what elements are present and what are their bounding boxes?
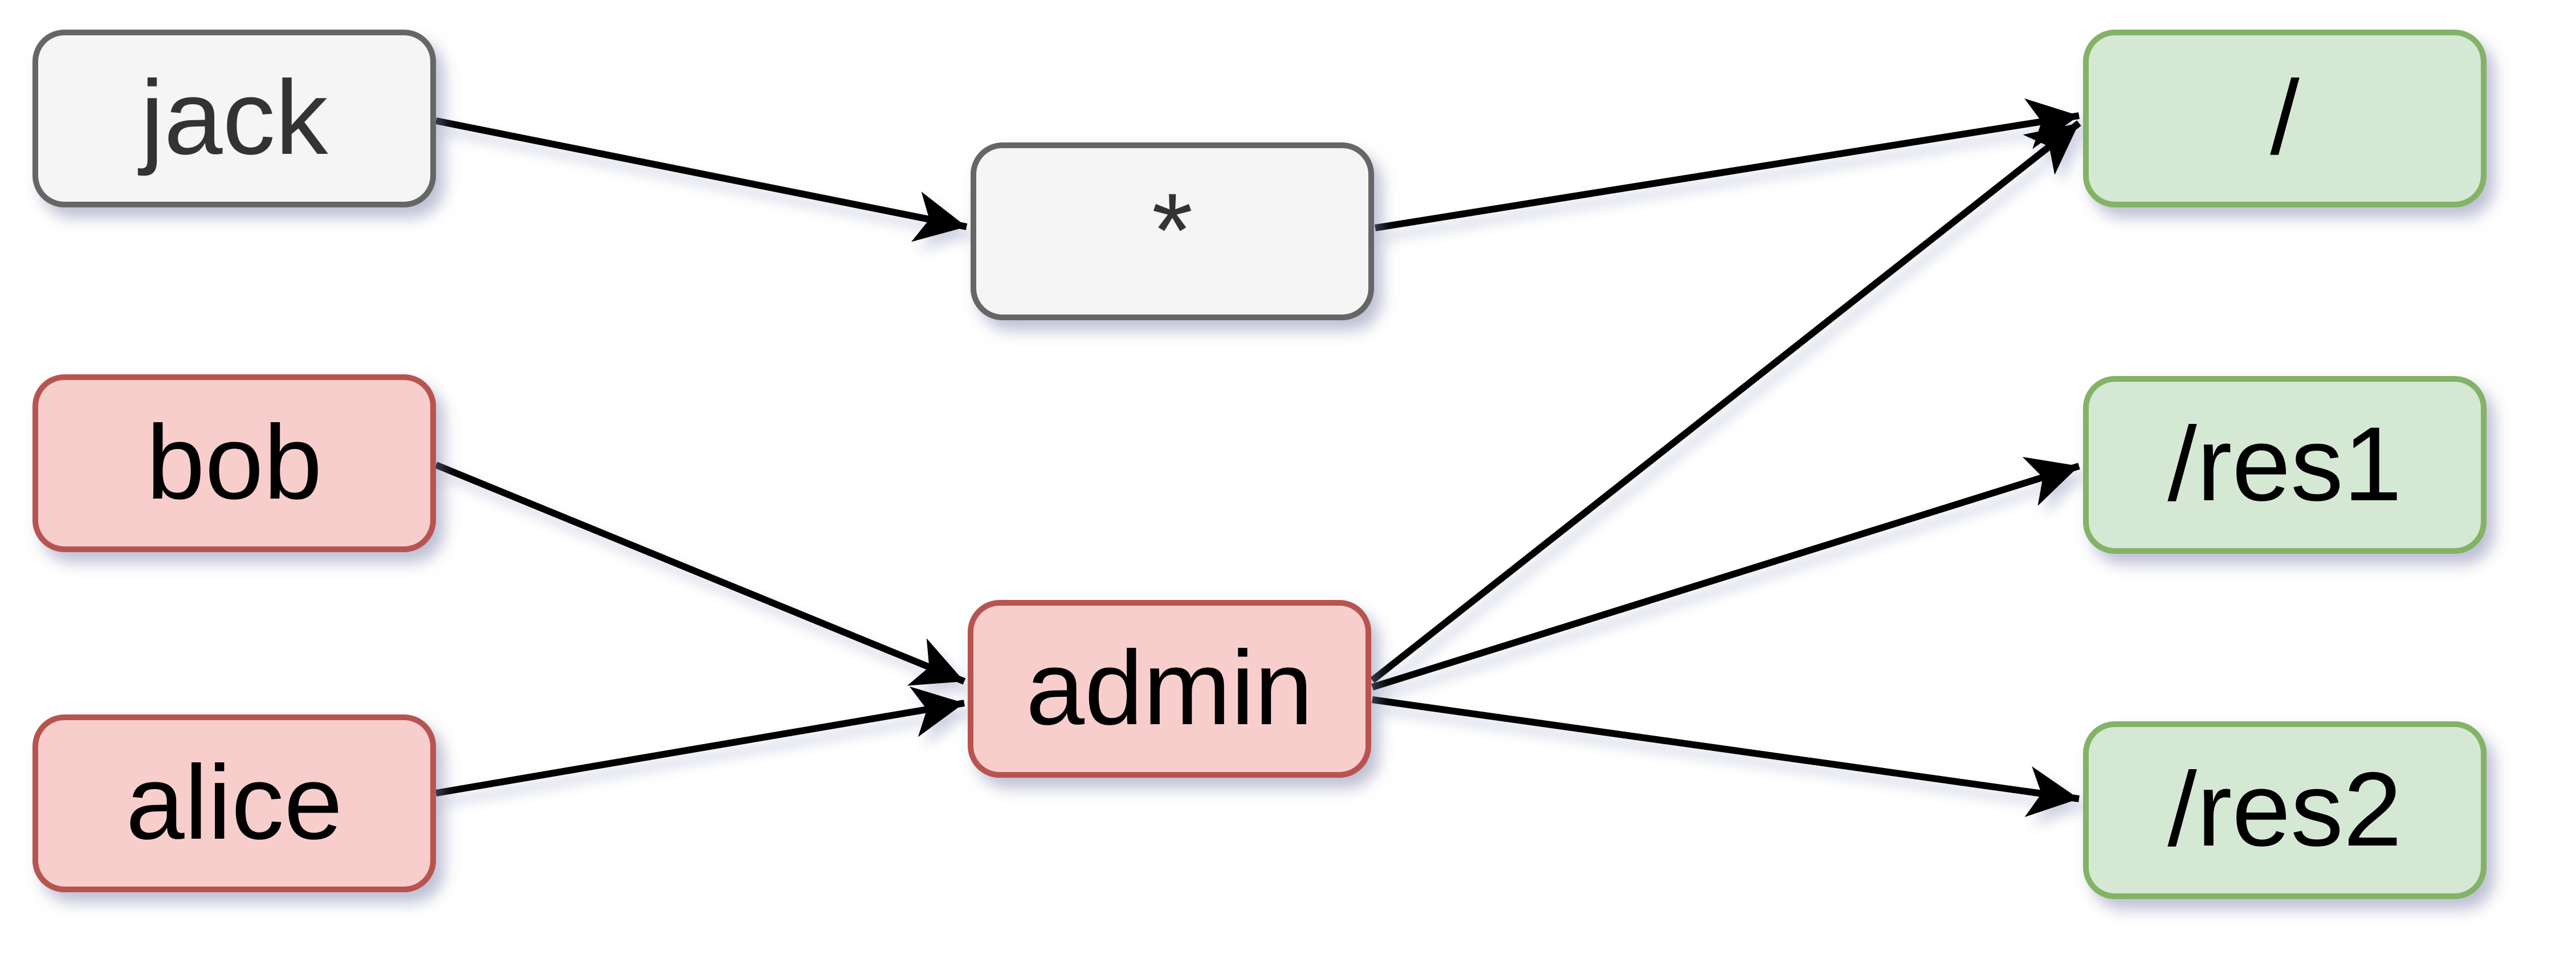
edge-jack-to-star <box>435 117 968 242</box>
node-bob: bob <box>32 374 436 552</box>
node-admin-label: admin <box>1026 630 1313 748</box>
node-res1-label: /res1 <box>2167 406 2402 524</box>
node-jack: jack <box>32 30 436 207</box>
node-jack-label: jack <box>140 59 328 177</box>
node-res2-label: /res2 <box>2167 751 2402 869</box>
node-admin: admin <box>968 600 1371 778</box>
edge-bob-to-admin <box>434 462 966 686</box>
node-res1: /res1 <box>2083 376 2487 554</box>
node-star-label: * <box>1152 172 1193 290</box>
edge-admin-to-res1 <box>1371 456 2080 691</box>
node-alice: alice <box>32 714 436 892</box>
node-bob-label: bob <box>146 404 323 522</box>
node-res2: /res2 <box>2083 721 2487 899</box>
edge-star-to-root <box>1375 98 2080 231</box>
edge-alice-to-admin <box>435 686 965 797</box>
node-star: * <box>971 142 1374 320</box>
edge-admin-to-root <box>1370 120 2081 683</box>
edge-admin-to-res2 <box>1372 696 2080 818</box>
node-root-label: / <box>2270 59 2300 177</box>
node-alice-label: alice <box>125 744 343 862</box>
node-root: / <box>2083 30 2487 207</box>
